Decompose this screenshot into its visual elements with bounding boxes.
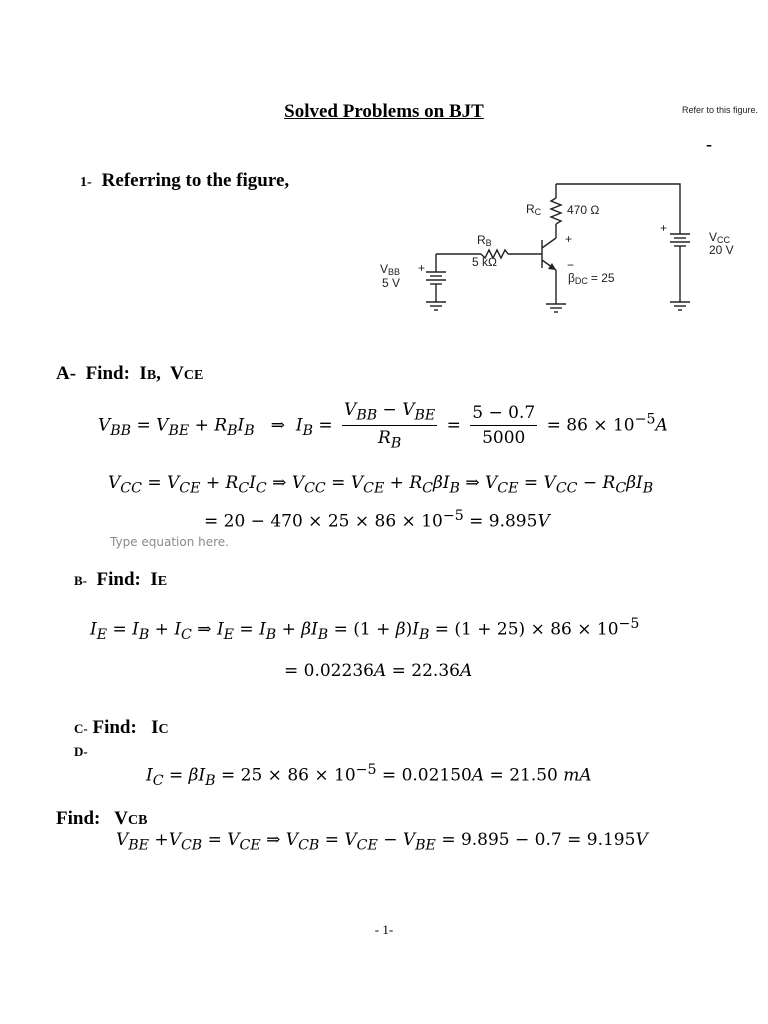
rb-label: RB — [477, 233, 492, 248]
page-title: Solved Problems on BJT — [284, 101, 484, 122]
rc-value: 470 Ω — [567, 203, 599, 217]
equation-placeholder[interactable]: Type equation here. — [110, 535, 229, 549]
question-number: 1- — [80, 175, 92, 190]
part-d-label: D- — [74, 744, 88, 759]
equation-c: IC = βIB = 25 × 86 × 10−5 = 0.02150A = 2… — [146, 762, 592, 790]
equation-b1: IE = IB + IC ⇒ IE = IB + βIB = (1 + β)IB… — [90, 616, 640, 644]
part-a-heading: A- Find: IB, VCE — [56, 363, 204, 384]
part-c-heading: C- Find: IC — [74, 717, 169, 738]
part-d-heading: Find: VCB — [56, 808, 148, 829]
vbb-value: 5 V — [382, 276, 400, 290]
emitter-arrow-icon — [548, 263, 556, 270]
rc-label: RC — [526, 202, 542, 217]
equation-a3: = 20 − 470 × 25 × 86 × 10−5 = 9.895V — [204, 508, 550, 532]
dash-mark: - — [706, 134, 712, 154]
page-number: - 1- — [374, 922, 394, 937]
equation-b2: = 0.02236A = 22.36A — [284, 661, 473, 681]
vcc-label: VCC — [709, 230, 731, 245]
question-heading: 1- Referring to the figure, — [80, 170, 289, 192]
equation-d: VBE +VCB = VCE ⇒ VCB = VCE − VBE = 9.895… — [116, 830, 648, 854]
rb-value: 5 kΩ — [472, 255, 497, 269]
question-text: Referring to the figure, — [101, 170, 290, 191]
part-b-heading: B- Find: IE — [74, 569, 168, 590]
bjt-circuit-diagram: RC 470 Ω RB 5 kΩ VBB 5 V VCC 20 V βDC= 2… — [380, 183, 734, 313]
figure-note: Refer to this figure. — [682, 105, 759, 115]
vcc-value: 20 V — [709, 243, 734, 257]
vbb-label: VBB — [380, 262, 400, 277]
beta-label: βDC= 25 — [568, 271, 615, 286]
equation-a2: VCC = VCE + RCIC ⇒ VCC = VCE + RCβIB ⇒ V… — [108, 473, 654, 497]
vcc-plus: + — [660, 221, 667, 235]
collector-plus: + — [565, 232, 572, 246]
emitter-minus: − — [567, 258, 574, 272]
vbb-plus: + — [418, 261, 425, 275]
